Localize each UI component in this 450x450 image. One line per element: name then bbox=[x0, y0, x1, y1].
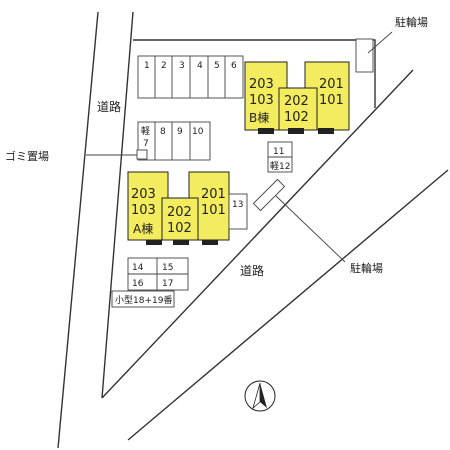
parking-space-10: 10 bbox=[192, 127, 204, 137]
building-a-room-203: 203 bbox=[131, 187, 156, 202]
west-road-edge-outer bbox=[57, 11, 99, 449]
parking-space-4: 4 bbox=[197, 61, 203, 71]
small-car-parking-label: 小型18+19番 bbox=[115, 294, 172, 306]
parking-space-13: 13 bbox=[232, 200, 243, 210]
south-road-label: 道路 bbox=[240, 263, 264, 278]
building-a-room-202: 202 bbox=[167, 205, 192, 220]
building-b: 203 103 B棟 202 102 201 101 bbox=[244, 61, 350, 134]
parking-space-8: 8 bbox=[160, 127, 166, 137]
parking-space-11: 11 bbox=[273, 147, 284, 157]
parking-space-5: 5 bbox=[214, 61, 220, 71]
north-arrow-icon bbox=[244, 380, 276, 412]
parking-space-light-label: 軽 bbox=[141, 126, 150, 137]
building-a: 203 103 A棟 202 102 201 101 bbox=[127, 171, 230, 245]
building-a-name: A棟 bbox=[133, 221, 153, 236]
building-b-room-201: 201 bbox=[319, 77, 344, 92]
west-road-label: 道路 bbox=[97, 99, 121, 114]
bicycle-parking-top bbox=[355, 38, 374, 73]
parking-space-1: 1 bbox=[144, 61, 150, 71]
building-b-room-102: 102 bbox=[284, 110, 309, 125]
parking-space-2: 2 bbox=[161, 61, 167, 71]
building-b-unit-center bbox=[278, 87, 318, 131]
bicycle-parking-top-label: 駐輪場 bbox=[395, 15, 428, 29]
parking-mid-row: 軽 7 8 9 10 bbox=[137, 121, 211, 161]
south-road-edge-inner bbox=[101, 69, 414, 399]
building-a-room-101: 101 bbox=[201, 203, 226, 218]
parking-space-15: 15 bbox=[162, 263, 173, 273]
building-a-room-201: 201 bbox=[201, 187, 226, 202]
bicycle-parking-top-leader bbox=[367, 31, 393, 54]
parking-bottom-grid: 14 15 16 17 bbox=[127, 257, 189, 291]
building-b-room-203: 203 bbox=[249, 77, 274, 92]
building-a-unit-center bbox=[161, 197, 199, 241]
parking-space-13-box bbox=[228, 193, 248, 230]
parking-space-3: 3 bbox=[179, 61, 185, 71]
building-b-room-101: 101 bbox=[319, 93, 344, 108]
parking-space-7: 7 bbox=[143, 139, 149, 149]
garbage-area-label: ゴミ置場 bbox=[5, 149, 49, 163]
parking-space-6: 6 bbox=[231, 61, 237, 71]
parking-space-9: 9 bbox=[177, 127, 183, 137]
parking-top-row: 1 2 3 4 5 6 bbox=[137, 55, 244, 99]
building-b-room-202: 202 bbox=[284, 94, 309, 109]
building-a-room-103: 103 bbox=[131, 203, 156, 218]
garbage-area bbox=[136, 149, 148, 160]
building-b-room-103: 103 bbox=[249, 93, 274, 108]
west-road-edge-inner bbox=[101, 11, 134, 399]
parking-space-12: 軽12 bbox=[270, 161, 290, 172]
south-road-edge-outer bbox=[127, 169, 449, 441]
parking-11-12: 11 軽12 bbox=[267, 141, 293, 173]
parking-space-17: 17 bbox=[162, 279, 173, 289]
site-boundary bbox=[133, 39, 376, 108]
bicycle-parking-mid-label: 駐輪場 bbox=[350, 261, 383, 275]
small-car-parking bbox=[111, 290, 175, 308]
bicycle-parking-mid bbox=[252, 178, 286, 212]
parking-space-16: 16 bbox=[132, 279, 144, 289]
building-b-name: B棟 bbox=[249, 110, 269, 125]
building-a-room-102: 102 bbox=[167, 221, 192, 236]
parking-space-14: 14 bbox=[132, 263, 144, 273]
bicycle-parking-mid-leader bbox=[275, 195, 346, 263]
